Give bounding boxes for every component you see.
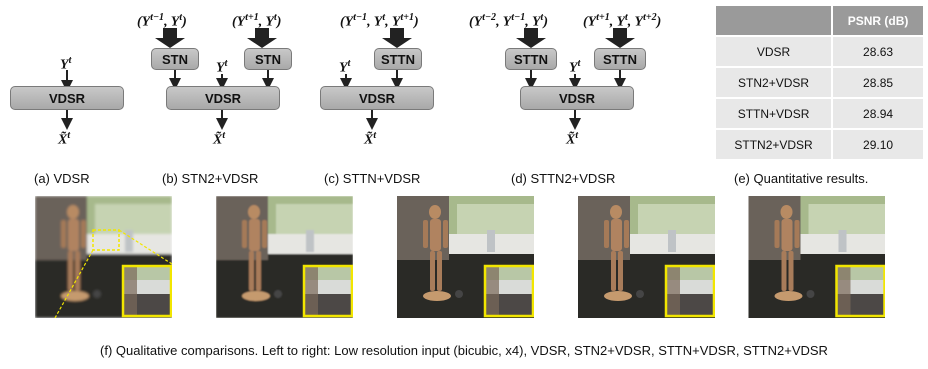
diagram-c-output: X̃t [364, 130, 377, 148]
photo-result [397, 196, 534, 318]
diagram-b-input-left: (Yt−1, Yt) [137, 12, 187, 30]
psnr-cell: 28.63 [831, 35, 923, 67]
caption-b: (b) STN2+VDSR [162, 171, 259, 186]
method-cell: STN2+VDSR [716, 66, 833, 98]
caption-a: (a) VDSR [34, 171, 90, 186]
results-header-row: PSNR (dB) [716, 6, 923, 36]
diagram-d-output: X̃t [566, 130, 579, 148]
diagram-c-vdsr-block: VDSR [320, 86, 434, 110]
table-row: STTN2+VDSR 29.10 [716, 128, 923, 159]
diagram-b-stn-left: STN [151, 48, 199, 70]
photo-result [748, 196, 885, 318]
method-cell: VDSR [716, 35, 833, 67]
diagram-arrows [61, 28, 635, 130]
method-cell: STTN+VDSR [716, 97, 833, 129]
photo-result [578, 196, 715, 318]
table-row: STN2+VDSR 28.85 [716, 66, 923, 98]
results-header-method [716, 6, 833, 36]
caption-c: (c) STTN+VDSR [324, 171, 421, 186]
photo-lr-input [35, 196, 172, 318]
caption-e: (e) Quantitative results. [734, 171, 869, 186]
psnr-cell: 28.94 [831, 97, 923, 129]
diagram-d-center-input: Yt [569, 58, 581, 76]
diagram-b-center-input: Yt [216, 58, 228, 76]
diagram-b-input-right: (Yt+1, Yt) [232, 12, 282, 30]
caption-d: (d) STTN2+VDSR [511, 171, 616, 186]
diagram-a-output: X̃t [58, 130, 71, 148]
photo-result [216, 196, 353, 318]
diagram-c-side-input: Yt [339, 58, 351, 76]
results-header-psnr: PSNR (dB) [831, 6, 923, 36]
diagram-b-stn-right: STN [244, 48, 292, 70]
results-table: PSNR (dB) VDSR 28.63 STN2+VDSR 28.85 STT… [716, 6, 923, 159]
diagram-d-sttn-left: STTN [505, 48, 557, 70]
diagram-d-sttn-right: STTN [594, 48, 646, 70]
diagram-d-input-right: (Yt+1, Yt, Yt+2) [583, 12, 662, 30]
diagram-a-vdsr-block: VDSR [10, 86, 124, 110]
diagram-d-vdsr-block: VDSR [520, 86, 634, 110]
diagram-c-input-top: (Yt−1, Yt, Yt+1) [340, 12, 419, 30]
diagram-d-input-left: (Yt−2, Yt−1, Yt) [469, 12, 548, 30]
diagram-a-input: Yt [60, 55, 72, 73]
psnr-cell: 28.85 [831, 66, 923, 98]
table-row: VDSR 28.63 [716, 35, 923, 67]
diagram-c-sttn-block: STTN [374, 48, 422, 70]
diagram-b-output: X̃t [213, 130, 226, 148]
diagram-b-vdsr-block: VDSR [166, 86, 280, 110]
caption-f: (f) Qualitative comparisons. Left to rig… [100, 343, 828, 358]
table-row: STTN+VDSR 28.94 [716, 97, 923, 129]
psnr-cell: 29.10 [831, 128, 923, 159]
method-cell: STTN2+VDSR [716, 128, 833, 159]
